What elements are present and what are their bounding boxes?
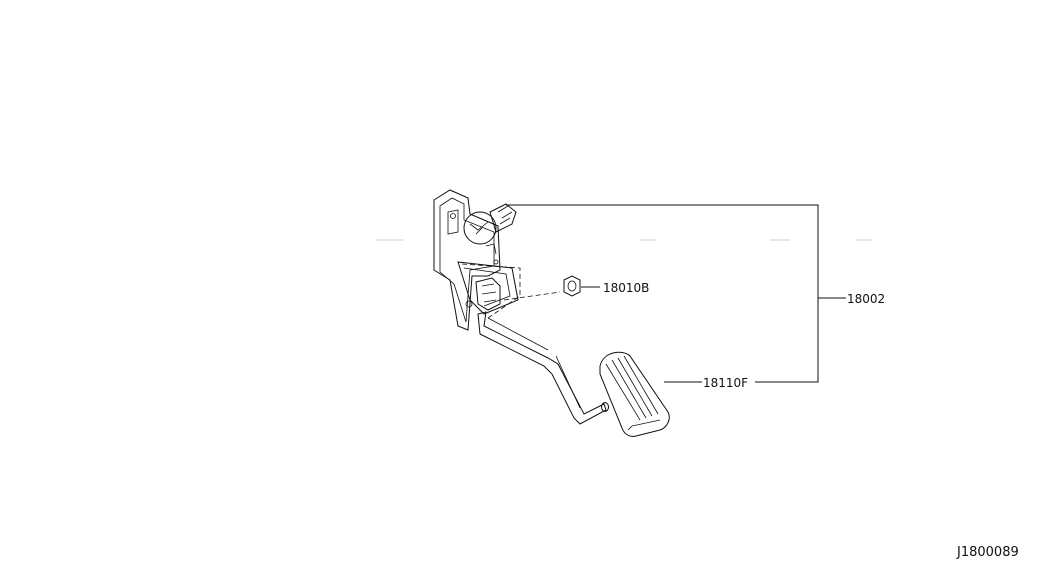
pedal-position-sensor [463, 203, 517, 255]
leader-lines [506, 204, 846, 383]
pedal-arm [477, 311, 609, 425]
diagram-id: J1800089 [956, 545, 1019, 560]
pivot-mechanism [461, 263, 561, 319]
nut-part [563, 275, 581, 297]
callout-18010b: 18010B [603, 281, 649, 295]
callout-18002: 18002 [847, 292, 885, 306]
pedal-bracket [433, 189, 519, 331]
callout-18110f: 18110F [703, 376, 748, 390]
pedal-pad [599, 351, 670, 437]
